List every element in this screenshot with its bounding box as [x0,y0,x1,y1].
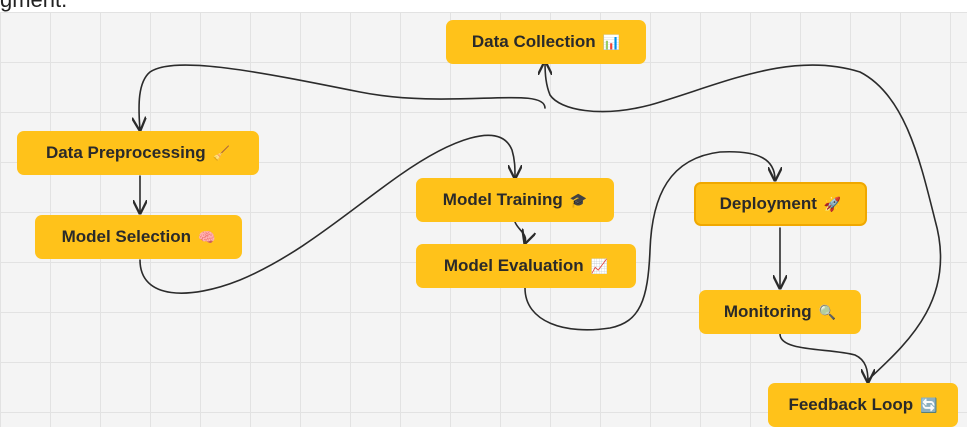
node-deployment[interactable]: Deployment 🚀 [694,182,867,226]
refresh-icon: 🔄 [920,396,938,413]
node-label: Data Preprocessing [45,143,206,162]
connector-selection-to-training [139,134,515,294]
node-data-preprocessing[interactable]: Data Preprocessing 🧹 [17,131,259,175]
broom-icon: 🧹 [212,144,231,161]
connector-collection-to-preprocessing [139,64,546,130]
node-feedback-loop[interactable]: Feedback Loop 🔄 [768,383,958,427]
connector-monitoring-to-feedback [779,333,868,382]
node-monitoring[interactable]: Monitoring 🔍 [699,290,861,334]
node-data-collection[interactable]: Data Collection 📊 [446,20,646,64]
node-label: Feedback Loop [788,395,914,414]
bar-chart-icon: 📊 [602,33,621,50]
rocket-icon: 🚀 [823,195,842,212]
cropped-caption-text: gment. [0,0,67,13]
node-label: Data Collection [471,32,596,51]
connector-training-to-evaluation [514,221,526,243]
connector-feedback-to-collection [545,62,942,381]
node-label: Deployment [719,194,817,213]
chart-increasing-icon: 📈 [590,257,609,274]
brain-icon: 🧠 [197,228,216,245]
node-label: Model Selection [61,227,191,246]
node-label: Monitoring [723,302,812,321]
magnifier-icon: 🔍 [818,303,837,320]
connector-evaluation-to-deployment [524,150,775,331]
graduation-cap-icon: 🎓 [569,191,588,208]
node-model-selection[interactable]: Model Selection 🧠 [35,215,242,259]
node-model-evaluation[interactable]: Model Evaluation 📈 [416,244,636,288]
node-model-training[interactable]: Model Training 🎓 [416,178,614,222]
node-label: Model Training [442,190,563,209]
node-label: Model Evaluation [443,256,584,275]
